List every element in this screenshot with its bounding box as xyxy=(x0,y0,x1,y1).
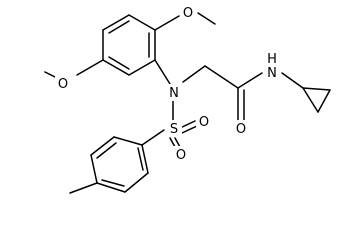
bond xyxy=(302,87,319,113)
atom-h-amide: H xyxy=(267,52,277,67)
bond xyxy=(102,59,130,76)
bonds xyxy=(44,12,331,194)
bond xyxy=(197,12,216,25)
bond xyxy=(154,59,171,85)
bond xyxy=(108,20,130,34)
bond xyxy=(69,182,98,194)
bond xyxy=(154,15,180,31)
atom-o-sulfonyl: O xyxy=(176,148,186,163)
atom-o-amide: O xyxy=(236,122,246,137)
atom-n-sulfonamide: N xyxy=(169,86,179,101)
bond xyxy=(141,144,149,174)
atom-o-methoxy-left: O xyxy=(58,77,68,92)
bond xyxy=(174,137,181,148)
bond xyxy=(137,147,144,171)
atom-n-amide: N xyxy=(267,66,277,81)
molecule-structure: O O N S O O O N H xyxy=(44,4,331,194)
bond xyxy=(128,14,156,31)
atom-o-sulfonyl: O xyxy=(199,115,209,130)
atom-labels: O O N S O O O N H xyxy=(55,4,280,163)
bond xyxy=(317,89,331,113)
bond xyxy=(113,136,143,146)
bond xyxy=(90,154,98,184)
bond xyxy=(124,172,149,193)
bond xyxy=(96,182,126,193)
bond xyxy=(204,65,239,89)
bond xyxy=(141,129,165,146)
bond xyxy=(302,87,331,91)
bond xyxy=(182,65,206,83)
bond xyxy=(179,120,196,129)
bond xyxy=(237,72,263,89)
bond xyxy=(96,142,117,159)
bond xyxy=(76,59,104,76)
bond xyxy=(90,136,115,156)
bond xyxy=(101,179,125,187)
atom-o-methoxy-top: O xyxy=(183,6,193,21)
bond xyxy=(128,59,156,76)
bond xyxy=(169,137,176,148)
bond xyxy=(102,14,130,31)
bond xyxy=(281,72,304,89)
atom-s-sulfonyl: S xyxy=(170,122,178,137)
bond xyxy=(181,125,198,134)
bond xyxy=(108,56,130,70)
